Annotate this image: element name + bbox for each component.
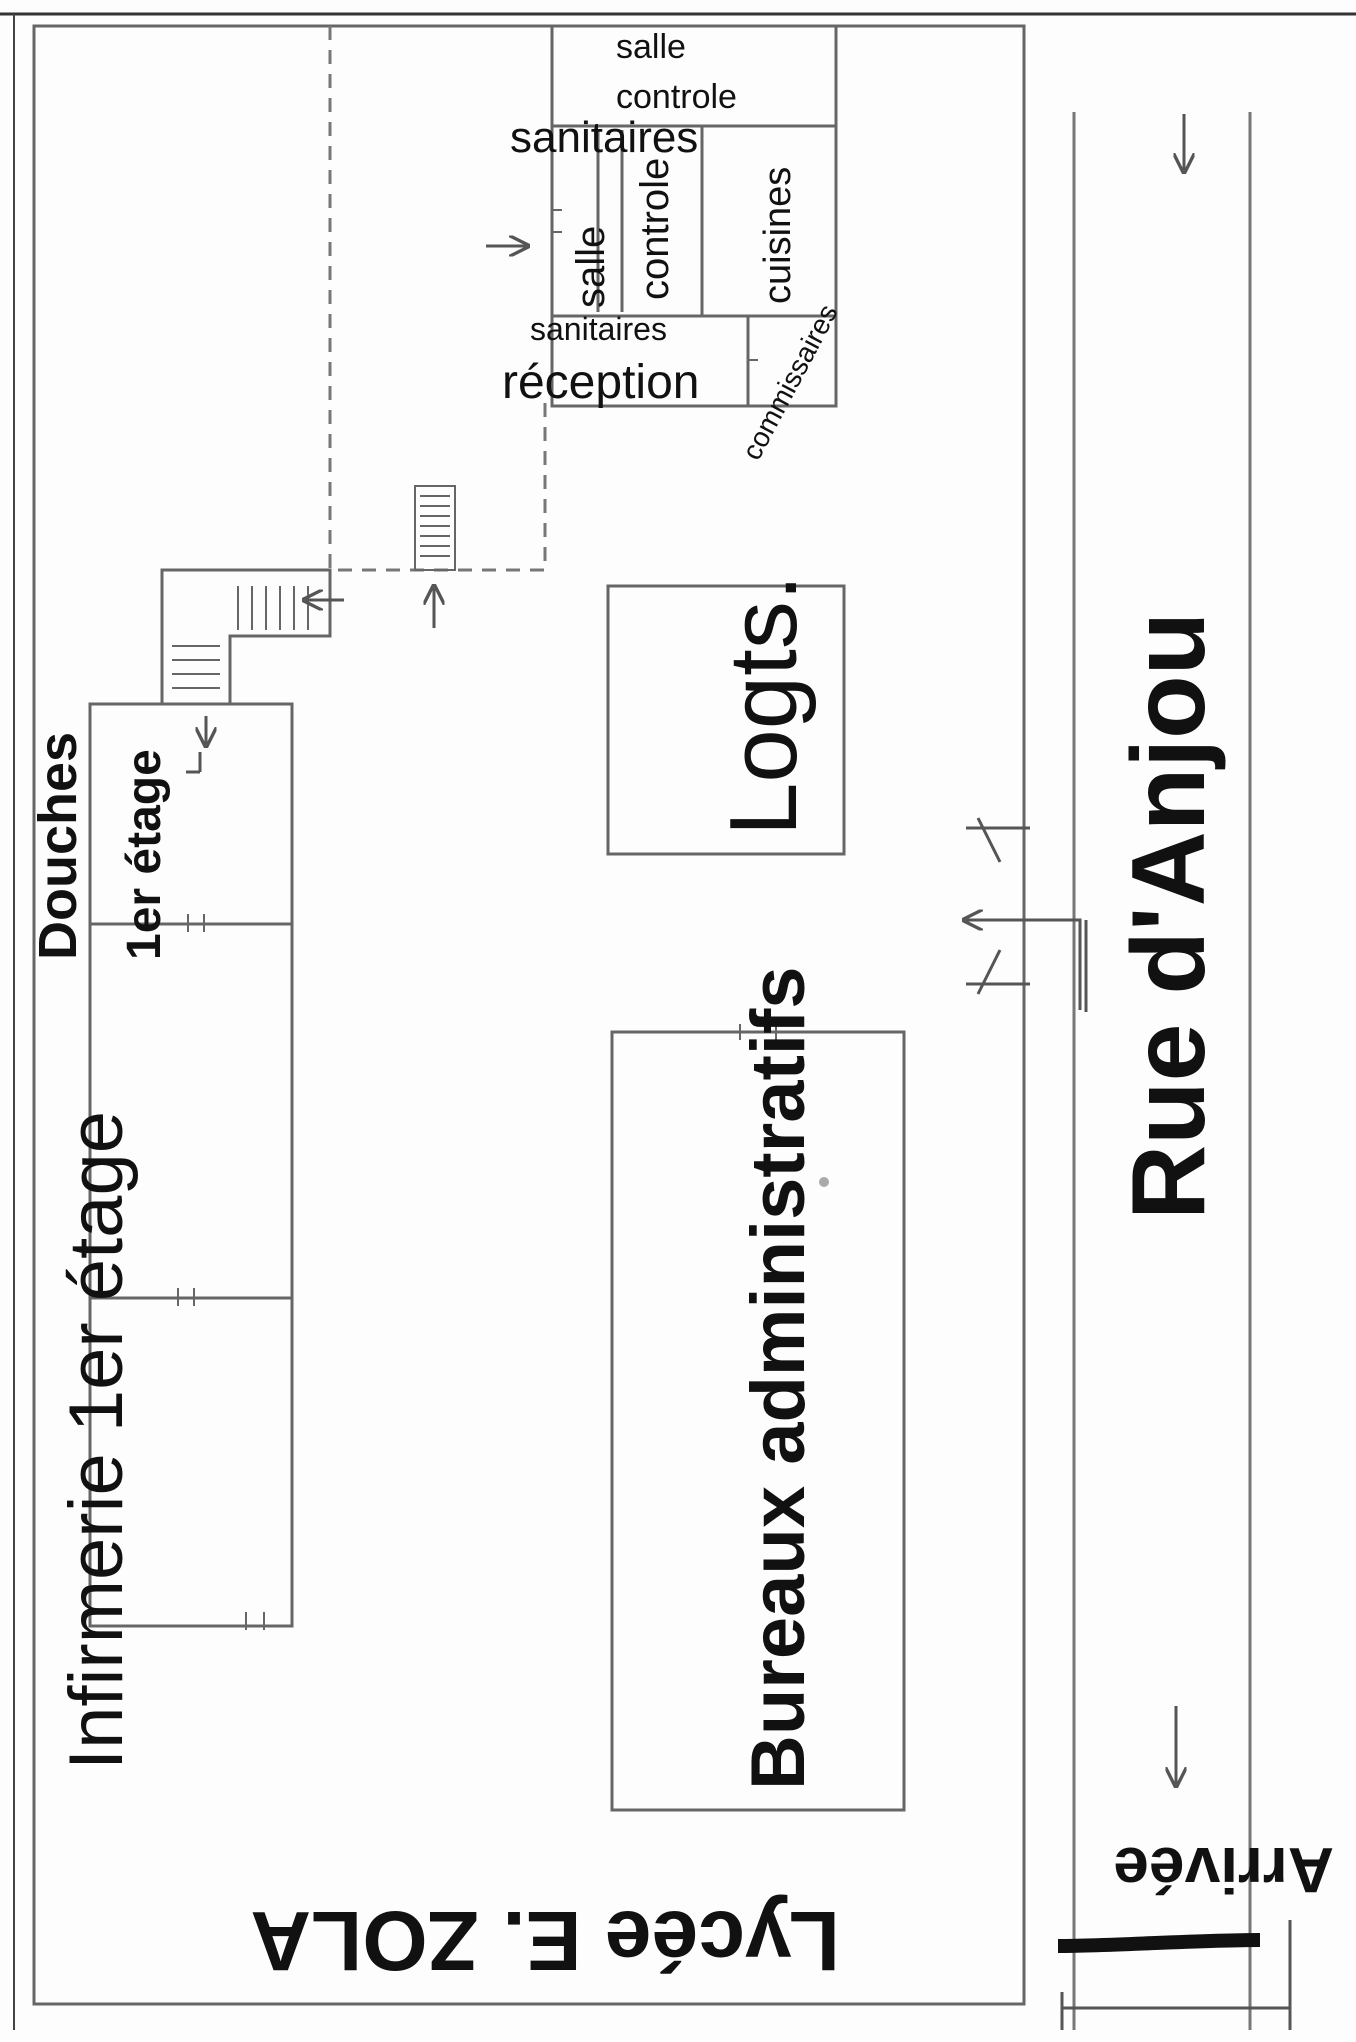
- sanitaires-top-label: sanitaires: [510, 113, 698, 162]
- arrivee-label: Arrivée: [1113, 1834, 1334, 1906]
- dashed-path: [328, 26, 547, 572]
- stairs-small: [414, 485, 456, 571]
- cuisines-label: cuisines: [757, 167, 799, 304]
- salle-controle-top-line1: salle: [616, 28, 686, 66]
- door-ticks: [177, 209, 777, 1630]
- bureaux-label: Bureaux administratifs: [736, 966, 821, 1790]
- infirmerie-wing: [88, 702, 294, 1628]
- salle-label: salle: [569, 226, 613, 308]
- infirmerie-label: Infirmerie 1er étage: [54, 1111, 139, 1770]
- logts-label: Logts.: [710, 574, 817, 836]
- scan-speck: [819, 1177, 829, 1187]
- reception-label: réception: [502, 356, 699, 409]
- salle-controle-top-line2: controle: [616, 78, 737, 116]
- stairs-large: [160, 568, 332, 706]
- commissaires-label: commissaires: [736, 299, 844, 465]
- logts-building: [606, 584, 846, 856]
- premier-etage-label: 1er étage: [118, 749, 171, 960]
- douches-label: Douches: [28, 732, 88, 960]
- lycee-label: Lycée E. ZOLA: [250, 1894, 840, 1988]
- arrivee-strike: [1057, 1933, 1261, 1953]
- bureaux-building: [610, 1030, 906, 1812]
- rue-anjou-label: Rue d'Anjou: [1111, 612, 1227, 1220]
- sanitaires-bottom-label: sanitaires: [530, 311, 667, 347]
- campus-boundary: [32, 24, 1026, 2006]
- flow-arrows: [186, 114, 1184, 1784]
- controle-label: controle: [633, 158, 677, 300]
